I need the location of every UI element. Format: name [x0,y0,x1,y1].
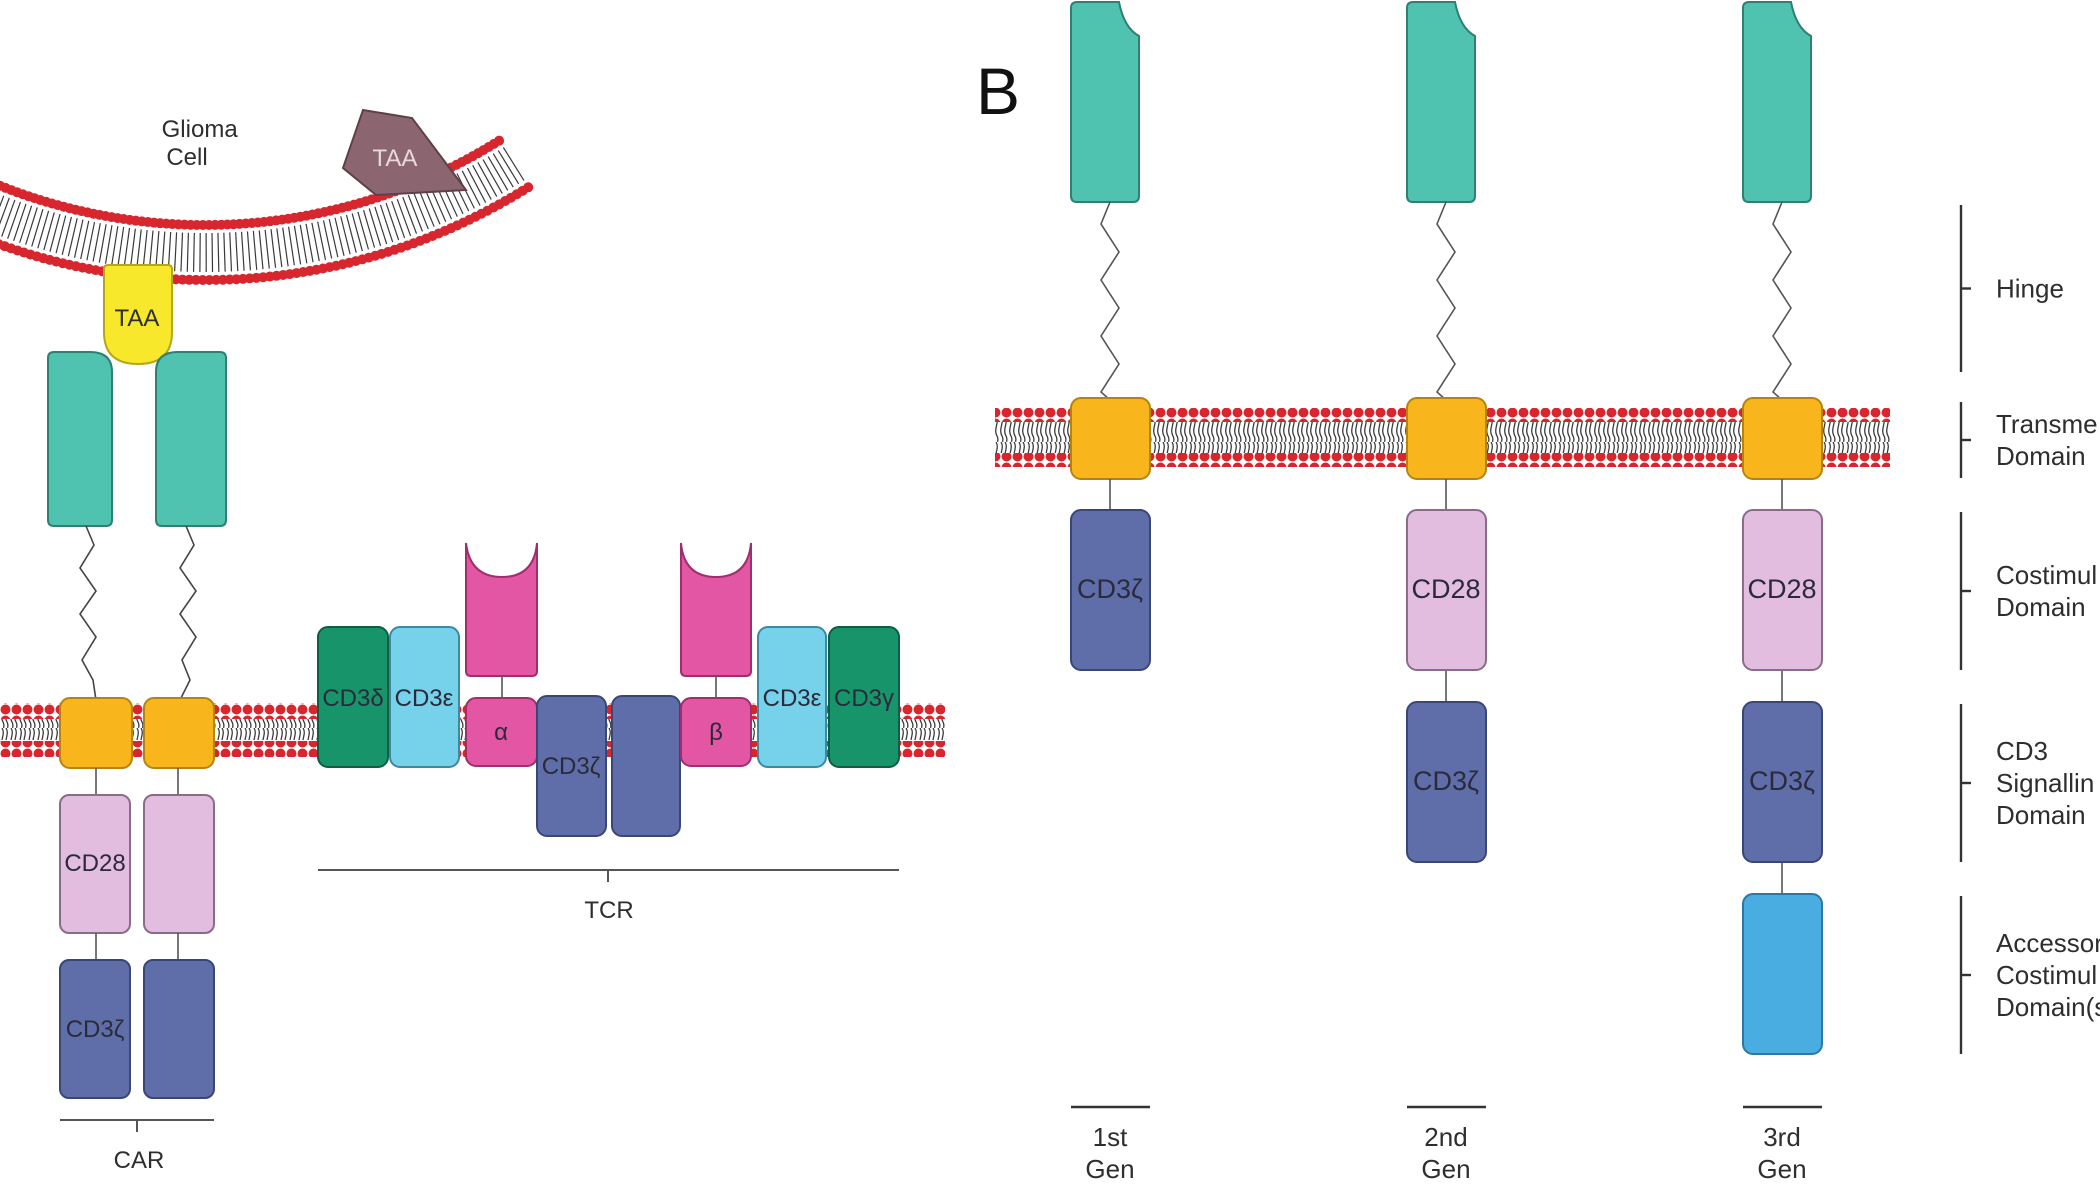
taa-antigen-bound [103,264,173,366]
hinge-domain [1099,201,1120,401]
cd28-domain [1406,509,1487,671]
glioma-cell-label: Glioma Cell [162,116,245,171]
car-tm-left [59,697,133,769]
cd3-zeta-label: CD3ζ [542,753,601,780]
scfv-domain [1406,0,1476,203]
taa-label-mauve: TAA [373,145,418,172]
car-cd3z-right [143,959,215,1099]
tcr-alpha-variable [465,542,538,677]
cd3-delta [317,626,389,768]
transmembrane-domain [1070,397,1151,480]
car-cd3z-left [59,959,131,1099]
taa-label-yellow: TAA [115,305,160,332]
tcr-label: TCR [584,897,633,924]
cd3-gamma [828,626,900,768]
cd3z-domain-label: CD3ζ [1749,766,1815,796]
cd3-epsilon-left [389,626,460,768]
cd3-delta-label: CD3δ [322,685,383,712]
transmembrane-domain [1742,397,1823,480]
car-label: CAR [114,1147,165,1174]
transmembrane-domain [1406,397,1487,480]
tcr-alpha-label: α [494,719,508,746]
tcr-complex: CD3δ CD3ε α CD3ζ β CD3ε CD3γ [317,542,900,837]
car-scfv-right [155,351,227,527]
hinge-domain [1771,201,1792,401]
cd3-zeta-right [611,695,681,837]
cd3z-domain [1406,701,1487,863]
tcr-beta-variable [680,542,752,677]
car-tm-right [143,697,215,769]
cd3z-domain [1742,701,1823,863]
cd3z-domain-label: CD3ζ [1413,766,1479,796]
scfv-domain [1742,0,1812,203]
car-hinge-right [179,525,197,701]
cd28-domain-label: CD28 [1411,574,1480,604]
cd28-domain-label: CD28 [1747,574,1816,604]
legend-label: Hinge [1996,274,2064,304]
cd3-zeta-left [536,695,607,837]
car-scfv-left [47,351,113,527]
car-cd3z-label: CD3ζ [66,1016,125,1043]
car-cd28-left [59,794,131,934]
glioma-cell-membrane [0,135,534,285]
cd3z-domain-label: CD3ζ [1077,574,1143,604]
cd3-epsilon-right [757,626,827,768]
cd3-epsilon-right-label: CD3ε [763,685,822,712]
cd3-gamma-label: CD3γ [834,685,894,712]
car-cd28-label: CD28 [64,850,125,877]
car-hinge-left [79,525,97,701]
legend-item: Hinge [1959,205,2064,372]
hinge-domain [1435,201,1456,401]
cd3z-domain [1070,509,1151,671]
panel-b-letter: B [976,54,1020,128]
taa-antigen-membrane [341,108,468,197]
panel-a: Glioma Cell TAA TAA CD28 [0,108,945,1174]
scfv-domain [1070,1,1140,203]
car-cd28-right [143,794,215,934]
tcr-beta-label: β [709,719,723,746]
cd28-domain [1742,509,1823,671]
tcr-beta [680,697,752,767]
cd3-epsilon-left-label: CD3ε [395,685,454,712]
accessory-costim-domain [1742,893,1823,1055]
